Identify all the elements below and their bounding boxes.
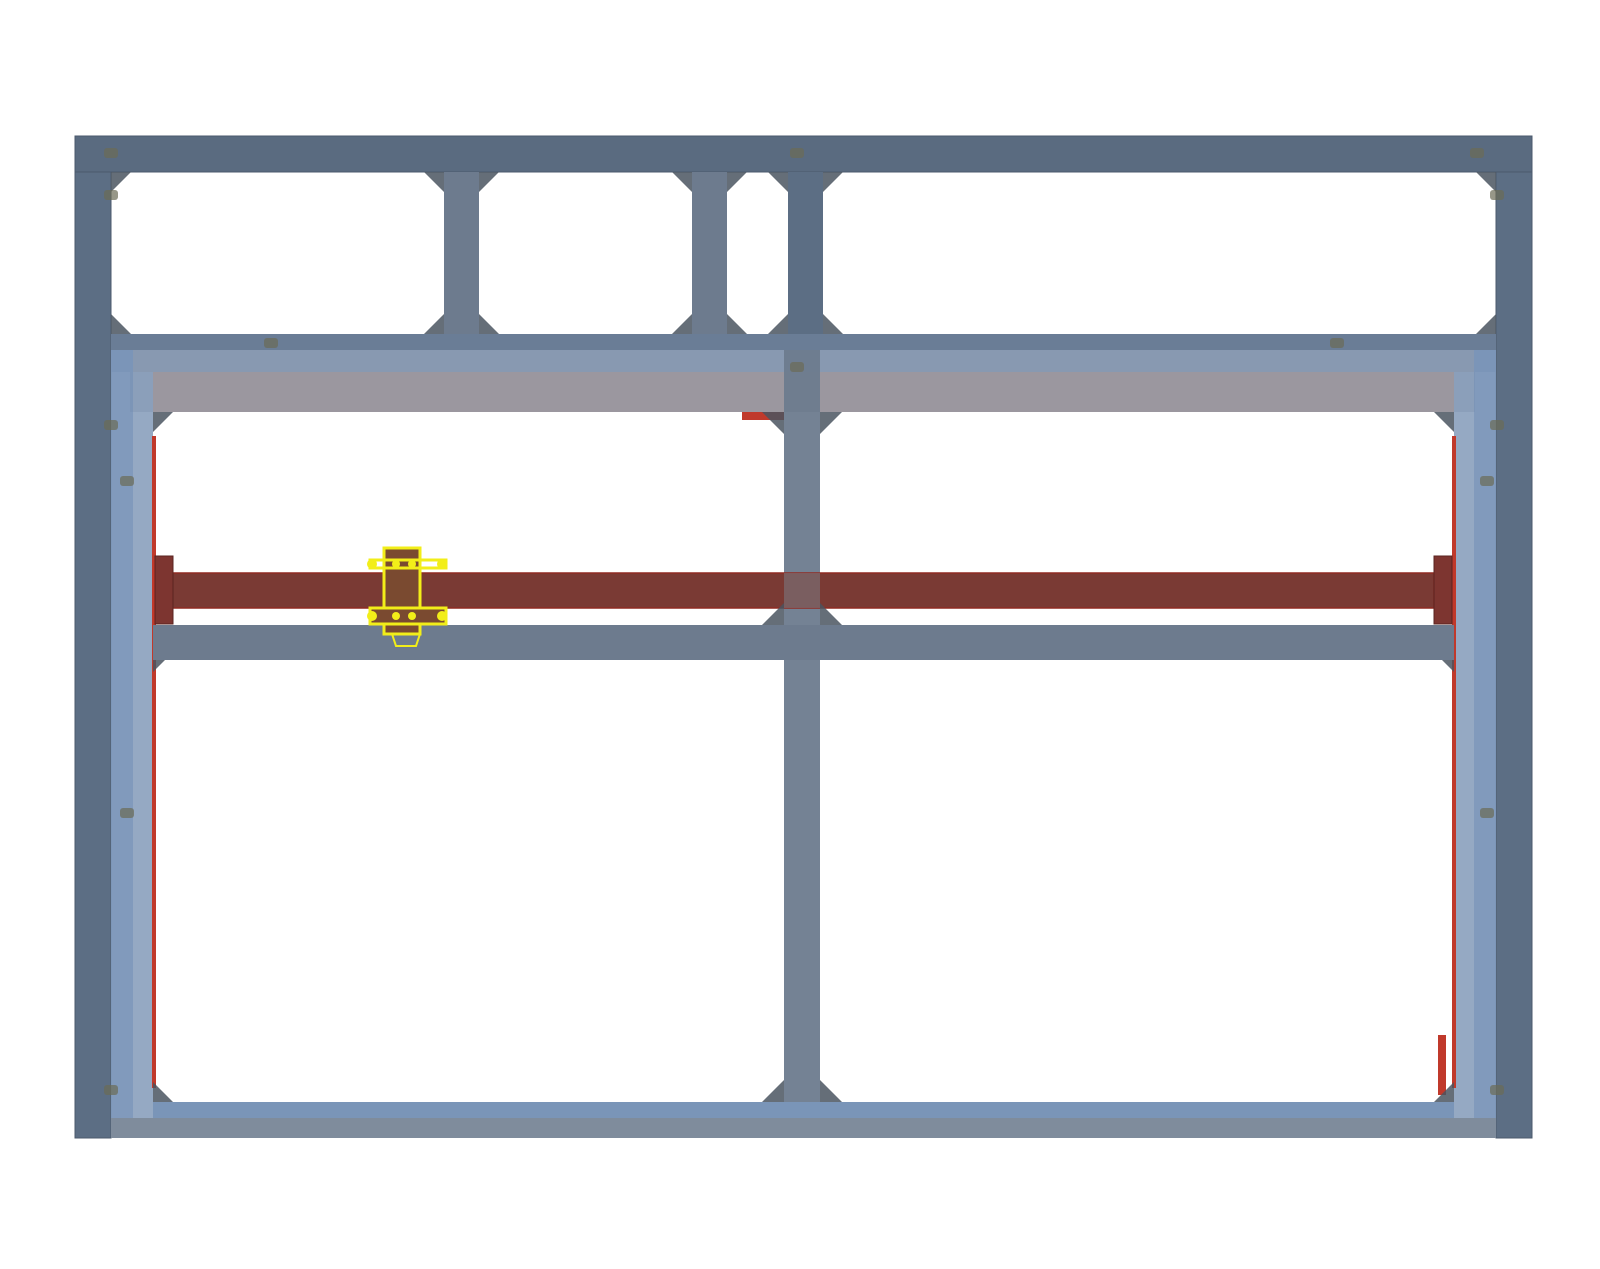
fastener-block [790, 148, 804, 158]
gusset-bracket [727, 172, 747, 192]
gusset-bracket [1434, 412, 1454, 432]
bottom-rail-dark [111, 1118, 1496, 1138]
gusset-bracket [768, 172, 788, 192]
gusset-bracket [111, 172, 131, 192]
gantry-beam [154, 555, 1453, 625]
bottom-rail [111, 1102, 1496, 1138]
carriage-wheel-tr [437, 559, 447, 569]
upper-post-1 [444, 172, 479, 334]
fastener-block [1480, 808, 1494, 818]
gantry-left-endplate [154, 555, 174, 625]
inner-right-post-a [1474, 350, 1496, 1138]
gantry-right-endplate [1433, 555, 1453, 625]
gusset-bracket [1476, 314, 1496, 334]
fastener-block [1480, 476, 1494, 486]
inner-left-post-b [133, 372, 153, 1138]
carriage-bolt-2 [408, 560, 416, 568]
fastener-block [1490, 1085, 1504, 1095]
carriage-bolt-1 [392, 560, 400, 568]
fastener-block [120, 808, 134, 818]
cross-rail [153, 625, 1454, 660]
carriage-bolt-4 [408, 612, 416, 620]
carriage-wheel-br [437, 611, 447, 621]
linear-rails [152, 412, 1456, 1095]
fastener-block [1490, 420, 1504, 430]
carriage[interactable] [367, 546, 448, 647]
outer-left-post [74, 135, 112, 1139]
gusset-bracket [1442, 660, 1454, 672]
gusset-bracket [820, 1080, 842, 1102]
gusset-bracket [727, 314, 747, 334]
gusset-bracket [153, 1082, 173, 1102]
carriage-bolt-3 [392, 612, 400, 620]
carriage-wheel-bl [367, 611, 377, 621]
mid-rail-upper [111, 334, 1496, 350]
bottom-rail-light [153, 1102, 1454, 1120]
upper-post-3 [788, 172, 823, 334]
gusset-bracket [479, 172, 499, 192]
gusset-bracket [762, 1080, 784, 1102]
gusset-bracket [1476, 172, 1496, 192]
gusset-bracket [820, 412, 842, 434]
gusset-bracket [672, 314, 692, 334]
top-red-stub [742, 412, 784, 420]
gantry-center-overlap [784, 573, 820, 608]
gusset-bracket [768, 314, 788, 334]
left-linear-rail [152, 436, 156, 1088]
fastener-block [790, 362, 804, 372]
gusset-bracket [823, 172, 843, 192]
gusset-bracket [672, 172, 692, 192]
fastener-block [104, 148, 118, 158]
gusset-bracket [1434, 1082, 1454, 1102]
gusset-bracket [823, 314, 843, 334]
fastener-block [264, 338, 278, 348]
fastener-block [1330, 338, 1344, 348]
outer-right-post [1495, 135, 1533, 1139]
gusset-bracket [424, 172, 444, 192]
inner-frame [111, 350, 1496, 1138]
fastener-block [104, 190, 118, 200]
gusset-bracket [153, 412, 173, 432]
fastener-block [1490, 190, 1504, 200]
right-linear-rail [1452, 436, 1456, 1088]
gusset-bracket [762, 603, 784, 625]
fastener-block [1470, 148, 1484, 158]
fastener-block [120, 476, 134, 486]
gusset-bracket [479, 314, 499, 334]
upper-post-2 [692, 172, 727, 334]
gusset-bracket [111, 314, 131, 334]
gusset-bracket [424, 314, 444, 334]
corner-brackets [104, 148, 1504, 1102]
carriage-wheel-tl [367, 559, 377, 569]
center-post [784, 350, 820, 1138]
gusset-bracket [762, 412, 784, 434]
right-lower-red-bracket [1438, 1035, 1446, 1095]
gusset-bracket [153, 660, 165, 672]
carriage-tab [390, 633, 422, 647]
fastener-block [104, 420, 118, 430]
gusset-bracket [820, 603, 842, 625]
upper-vertical-posts [444, 172, 823, 334]
inner-left-post-a [111, 350, 133, 1138]
fastener-block [104, 1085, 118, 1095]
inner-right-post-b [1454, 372, 1474, 1138]
